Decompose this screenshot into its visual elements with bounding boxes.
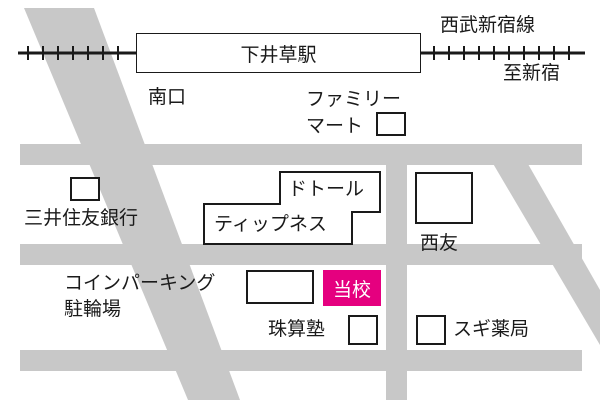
road-horizontal-north — [20, 144, 582, 165]
station-name: 下井草駅 — [240, 43, 317, 66]
roads — [20, 8, 600, 400]
familymart-label-2: マート — [306, 115, 364, 137]
bank-marker — [70, 177, 100, 201]
road-horizontal-middle — [20, 244, 582, 265]
railway-line-name: 西武新宿線 — [440, 14, 536, 36]
doutor-tipness-building — [203, 171, 381, 245]
railway-ties — [27, 46, 570, 60]
road-diagonal — [24, 8, 240, 400]
familymart-label-1: ファミリー — [306, 88, 402, 110]
sugi-marker — [416, 315, 446, 345]
road-diagonal-east — [485, 150, 600, 345]
station-exit-label: 南口 — [148, 86, 187, 108]
seiyu-building — [415, 172, 473, 224]
station-building: 下井草駅 — [136, 33, 421, 73]
sugi-label: スギ薬局 — [453, 318, 530, 340]
school-marker: 当校 — [323, 270, 381, 306]
juku-label: 珠算塾 — [268, 318, 326, 340]
familymart-marker — [376, 112, 406, 136]
parking-label-1: コインパーキング — [64, 272, 216, 294]
road-vertical-east — [386, 144, 407, 400]
parking-lot — [246, 270, 314, 304]
tipness-label: ティップネス — [214, 213, 327, 235]
parking-label-2: 駐輪場 — [64, 298, 122, 320]
doutor-label: ドトール — [288, 178, 365, 200]
bank-label: 三井住友銀行 — [24, 207, 139, 229]
railway-direction: 至新宿 — [503, 62, 561, 84]
road-horizontal-south — [20, 350, 582, 371]
juku-marker — [348, 315, 378, 345]
seiyu-label: 西友 — [420, 232, 459, 254]
